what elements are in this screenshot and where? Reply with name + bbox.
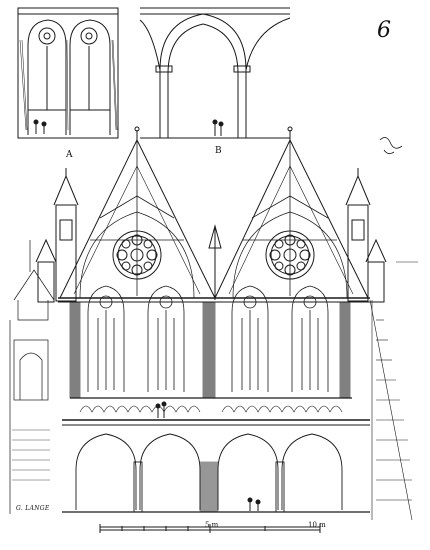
blind-arcade — [79, 405, 343, 413]
tower-right — [345, 168, 387, 303]
engraver-signature: G. LANGE — [16, 505, 50, 512]
plate-number: 6 — [377, 18, 391, 43]
adjoining-roof-right — [369, 261, 418, 521]
tower-left — [35, 168, 79, 303]
adjoining-building-left — [9, 240, 55, 514]
lower-arcade — [75, 433, 343, 513]
figure-b-label: B — [215, 146, 222, 156]
scale-label-mid: 5 m — [205, 521, 219, 529]
scale-bar — [99, 524, 321, 533]
main-section-elevation — [9, 126, 418, 521]
figure-b-vault-section — [139, 7, 291, 139]
rose-window-right — [265, 230, 315, 280]
upper-piers — [69, 301, 351, 399]
upper-window-row — [87, 285, 329, 392]
rose-window-left — [112, 230, 162, 280]
figure-a-label: A — [66, 150, 73, 160]
figure-a-bay-elevation — [17, 7, 119, 139]
ornament-sketch — [379, 137, 403, 154]
scale-label-end: 10 m — [308, 521, 326, 529]
